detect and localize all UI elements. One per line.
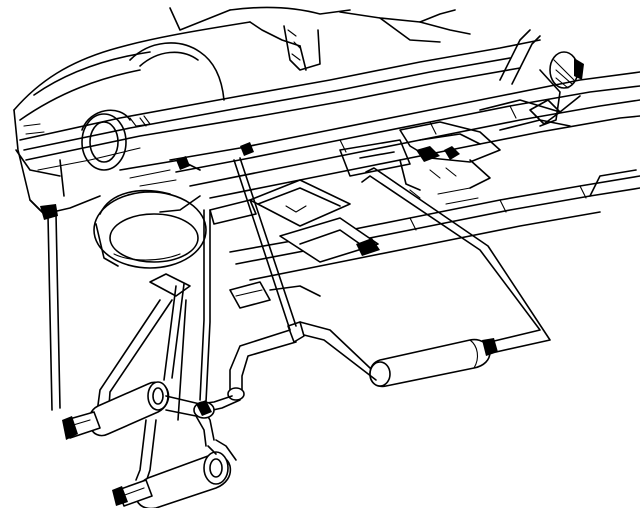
left-frame-rail: [229, 169, 640, 281]
rear-muffler-right: [134, 439, 237, 508]
hanger-brackets: [40, 142, 297, 411]
underbody-details: [119, 159, 479, 309]
crossmember: [209, 139, 411, 263]
rear-axle-housing: [399, 95, 581, 191]
shock-absorber: [499, 29, 584, 127]
right-tailpipe: [112, 479, 153, 507]
front-muffler: [369, 338, 498, 388]
left-tailpipe: [62, 411, 101, 440]
right-frame-rail: [169, 71, 640, 199]
spare-tire-well: [81, 109, 151, 171]
fuel-tank: [93, 189, 207, 269]
rear-muffler-left: [88, 299, 173, 437]
vehicle-body-underside: [13, 6, 541, 215]
center-exhaust-pipe: [197, 167, 551, 413]
